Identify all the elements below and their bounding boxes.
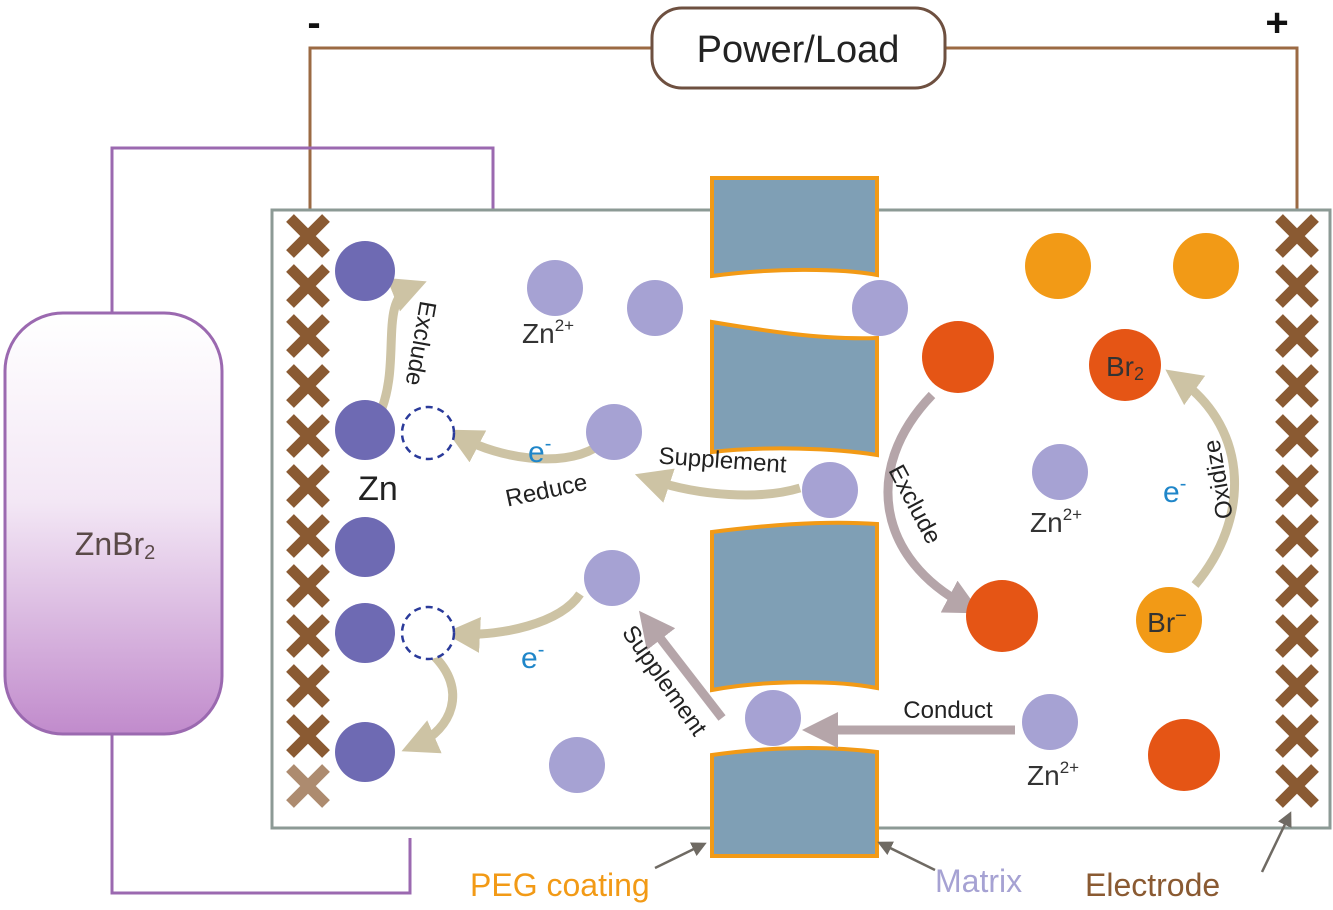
electrode-segment [1275,214,1319,258]
vacancy-site [400,605,456,661]
electrode-segment [1275,414,1319,458]
electron-label: e- [521,639,544,675]
exclude-arrow-right [883,391,981,614]
br2-molecule [1089,329,1161,401]
matrix-pointer [877,841,936,872]
electrode-segment [1275,514,1319,558]
supplement-arrow-bottom [638,610,726,721]
br2-molecule [1173,233,1239,299]
electrode-segment [1275,614,1319,658]
electrode-segment [286,564,330,608]
legend-peg-coating: PEG coating [470,867,650,903]
electrode-segment [286,764,330,808]
zn2-label: Zn2+ [1027,758,1079,791]
electrode-segment [286,264,330,308]
bromide-label: Br− [1147,605,1187,638]
electrode-pointer [1260,811,1292,873]
electrode-segment [286,214,330,258]
deposit-arrow-lower [401,650,458,754]
electrode-segment [286,514,330,558]
zn-ion [1032,444,1088,500]
zn-ion [852,280,908,336]
zn-ion [802,462,858,518]
electrode-segment [1275,314,1319,358]
tank-return-pipe [110,732,412,895]
supplement-arrow-top [634,468,802,503]
conduct-label: Conduct [903,697,993,724]
zn-ion [586,404,642,460]
vacancy-site [400,405,456,461]
zn-ion [527,260,583,316]
br2-molecule [1148,719,1220,791]
zn-metal-atom [335,241,395,301]
electrode-segment [1275,264,1319,308]
bromide-ion [1136,587,1202,653]
power-load-label: Power/Load [697,29,900,71]
negative-terminal-sign: - [307,1,320,45]
membrane-block [710,746,879,858]
zn2-label: Zn2+ [1030,505,1082,538]
circuit-wire [308,46,1299,230]
peg-pointer [654,842,707,870]
oxidize-arrow [1165,369,1240,588]
power-load-box [650,6,947,90]
zn2-label: Zn2+ [522,316,574,349]
membrane-block [710,520,879,693]
zn-ion [584,550,640,606]
zn-ion [745,690,801,746]
electrode-segment [1275,714,1319,758]
legend-electrode: Electrode [1085,867,1220,903]
br2-molecule [966,580,1038,652]
electrode-segment [1275,764,1319,808]
negative-electrode [286,214,330,808]
electron-label: e- [528,433,551,469]
zn-metal-atom [335,722,395,782]
electrode-segment [1275,464,1319,508]
br2-label: Br2 [1106,351,1144,384]
electrode-segment [286,314,330,358]
zn-metal-atom [335,400,395,460]
electrode-segment [1275,664,1319,708]
zn-metal-atom [335,517,395,577]
exclude-arrow-left [377,278,427,410]
zn-ion [627,280,683,336]
electrode-segment [286,714,330,758]
zn-ion [549,737,605,793]
reduce-arrow-lower [444,591,584,653]
membrane-block [710,176,879,279]
electrode-segment [286,364,330,408]
electrode-segment [286,414,330,458]
electrode-segment [286,664,330,708]
tank-label: ZnBr2 [75,526,155,564]
reduce-arrow [446,429,598,464]
tank-outflow-pipe [103,146,495,387]
br2-molecule [1025,233,1091,299]
electrode-segment [1275,364,1319,408]
positive-terminal-sign: + [1265,1,1288,45]
membrane-block [710,319,879,458]
electrode-segment [286,614,330,658]
electron-label: e- [1163,473,1186,509]
br2-molecule [922,321,994,393]
electrode-segment [1275,564,1319,608]
electrolyte-tank [3,311,224,736]
positive-electrode [1275,214,1319,808]
zn-ion [1022,694,1078,750]
electrode-segment [286,464,330,508]
zn-metal-atom [335,603,395,663]
legend-matrix: Matrix [935,863,1022,899]
membrane [710,176,879,858]
zn-metal-label: Zn [358,470,398,508]
